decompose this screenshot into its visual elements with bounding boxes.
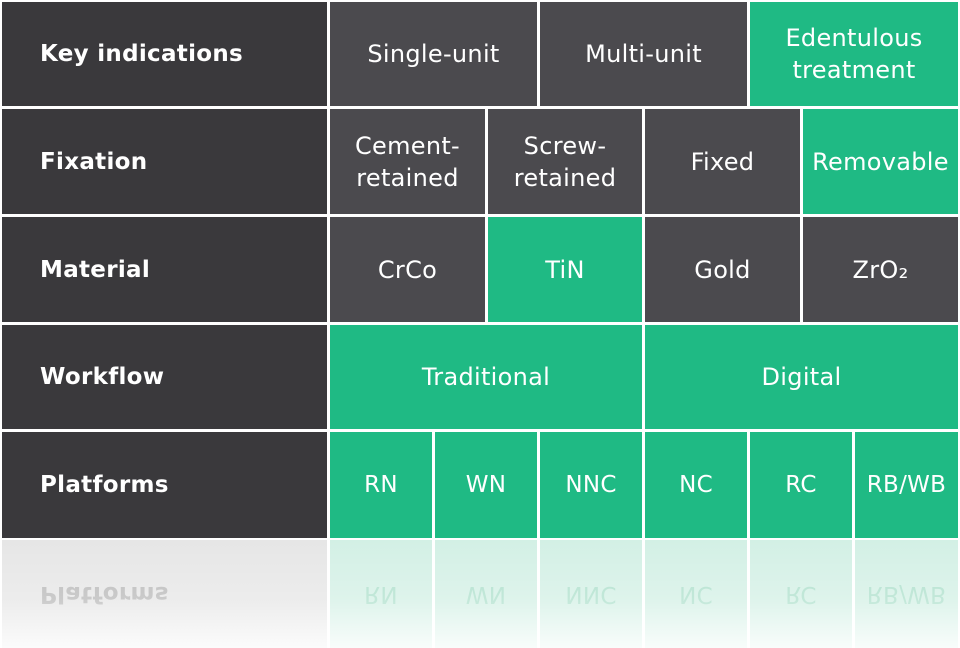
cell-traditional: Traditional <box>330 325 642 429</box>
cell-screw-retained: Screw- retained <box>488 109 642 214</box>
reflection-platform-rn: RN <box>330 540 432 648</box>
cell-platform-wn: WN <box>435 432 537 538</box>
cell-platform-rbwb: RB/WB <box>855 432 958 538</box>
reflection-platform-nc: NC <box>645 540 747 648</box>
reflection-platform-nnc: NNC <box>540 540 642 648</box>
cell-edentulous-treatment: Edentulous treatment <box>750 2 958 106</box>
reflection-mirror: Platforms RN WN NNC NC RC RB/WB <box>0 540 960 648</box>
cell-platform-nnc: NNC <box>540 432 642 538</box>
reflection-label-platforms: Platforms <box>2 540 327 648</box>
cell-zro2: ZrO₂ <box>803 217 958 322</box>
cell-cement-retained: Cement- retained <box>330 109 485 214</box>
reflection-platform-wn: WN <box>435 540 537 648</box>
cell-multi-unit: Multi-unit <box>540 2 747 106</box>
cell-tin: TiN <box>488 217 642 322</box>
cell-single-unit: Single-unit <box>330 2 537 106</box>
cell-removable: Removable <box>803 109 958 214</box>
row-label-key-indications: Key indications <box>2 2 327 106</box>
row-label-workflow: Workflow <box>2 325 327 429</box>
cell-platform-nc: NC <box>645 432 747 538</box>
cell-fixed: Fixed <box>645 109 800 214</box>
feature-matrix: Key indications Single-unit Multi-unit E… <box>2 2 958 538</box>
cell-digital: Digital <box>645 325 958 429</box>
reflection-platform-rbwb: RB/WB <box>855 540 958 648</box>
reflection-platform-rc: RC <box>750 540 852 648</box>
cell-gold: Gold <box>645 217 800 322</box>
platforms-reflection: Platforms RN WN NNC NC RC RB/WB <box>0 540 960 648</box>
cell-platform-rc: RC <box>750 432 852 538</box>
cell-platform-rn: RN <box>330 432 432 538</box>
row-label-material: Material <box>2 217 327 322</box>
row-label-fixation: Fixation <box>2 109 327 214</box>
row-label-platforms: Platforms <box>2 432 327 538</box>
cell-crco: CrCo <box>330 217 485 322</box>
